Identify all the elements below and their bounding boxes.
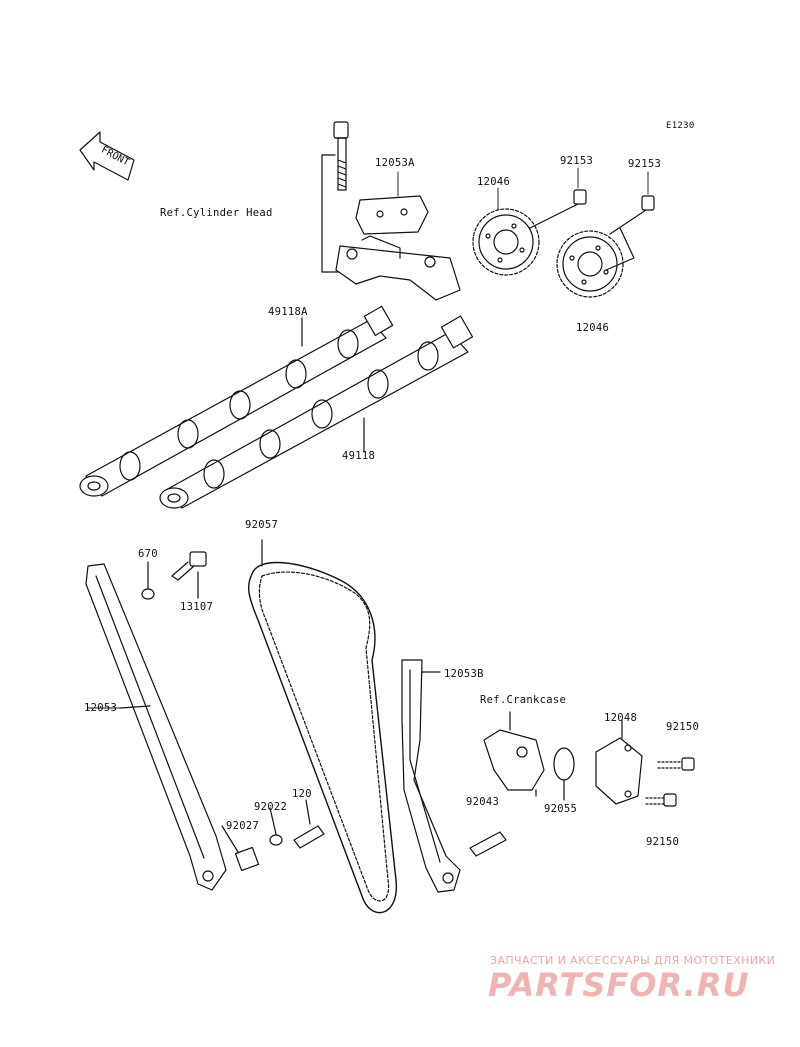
cam-sprocket-exhaust (556, 230, 624, 298)
part-label-92027[interactable]: 92027 (226, 820, 260, 832)
part-label-92153-b[interactable]: 92153 (628, 158, 662, 170)
cam-sprocket-intake (472, 208, 540, 276)
tensioner-pin (469, 831, 507, 857)
tensioner-bolt-a (657, 757, 695, 771)
cam-chain-92057 (247, 539, 397, 914)
part-label-92150-a[interactable]: 92150 (666, 721, 700, 733)
camshaft-49118 (159, 315, 474, 509)
part-label-12048[interactable]: 12048 (604, 712, 638, 724)
part-label-12053A[interactable]: 12053A (375, 157, 415, 169)
bolt-120 (293, 799, 325, 849)
part-label-92055[interactable]: 92055 (544, 803, 578, 815)
part-label-12053[interactable]: 12053 (84, 702, 118, 714)
part-label-92043[interactable]: 92043 (466, 796, 500, 808)
chain-guide-12053B (401, 659, 461, 893)
part-label-12046-a[interactable]: 12046 (477, 176, 511, 188)
o-ring-92055 (553, 747, 575, 801)
guide-bolt-13107 (171, 551, 207, 599)
watermark-tagline: ЗАПЧАСТИ И АКСЕССУАРЫ ДЛЯ МОТОТЕХНИКИ (490, 954, 776, 967)
part-label-12053B[interactable]: 12053B (444, 668, 484, 680)
tensioner-body-92043 (483, 711, 545, 797)
part-label-12046-b[interactable]: 12046 (576, 322, 610, 334)
tensioner-12048 (595, 719, 643, 805)
part-label-92150-b[interactable]: 92150 (646, 836, 680, 848)
part-label-92153-a[interactable]: 92153 (560, 155, 594, 167)
part-label-49118A[interactable]: 49118A (268, 306, 308, 318)
camshaft-holder-12053A (335, 195, 461, 301)
diagram-code: E1230 (666, 121, 695, 131)
tensioner-bolt-b (645, 793, 677, 807)
watermark-logo: PARTSFOR.RU (488, 966, 750, 1004)
ref-cylinder-head: Ref.Cylinder Head (160, 207, 273, 219)
ref-crankcase: Ref.Crankcase (480, 694, 567, 706)
part-label-49118[interactable]: 49118 (342, 450, 376, 462)
camshaft-49118A (79, 305, 394, 497)
washer-670 (141, 561, 155, 600)
part-label-92022[interactable]: 92022 (254, 801, 288, 813)
part-label-120[interactable]: 120 (292, 788, 312, 800)
cam-cap-bolt (321, 121, 349, 273)
collar-92027 (221, 825, 260, 872)
washer-92022 (269, 807, 283, 846)
leader-lines (87, 167, 649, 709)
sprocket-bolt-a (529, 189, 587, 229)
chain-guide-12053 (85, 563, 227, 891)
part-label-92057[interactable]: 92057 (245, 519, 279, 531)
part-label-13107[interactable]: 13107 (180, 601, 214, 613)
front-arrow-icon: FRONT (79, 131, 135, 181)
part-label-670[interactable]: 670 (138, 548, 158, 560)
sprocket-bolt-b (609, 195, 655, 235)
